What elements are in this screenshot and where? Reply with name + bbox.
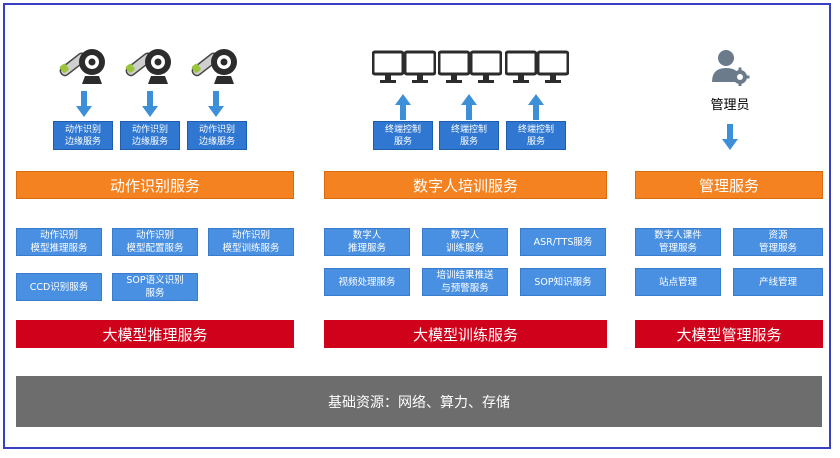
- service-box: 动作识别 模型配置服务: [112, 228, 198, 256]
- service-box: 站点管理: [635, 268, 721, 296]
- service-box: 培训结果推送 与预警服务: [422, 268, 508, 296]
- service-label: 站点管理: [658, 276, 697, 288]
- service-box: 数字人 训练服务: [422, 228, 508, 256]
- webcam-icon: [125, 49, 171, 84]
- service-label: SOP语义识别: [126, 275, 184, 286]
- edge-service-label: 动作识别: [131, 124, 168, 135]
- terminal-control-box: 终端控制 服务: [373, 121, 433, 150]
- service-label: 数字人课件: [654, 230, 702, 241]
- arrow-down-icon: [208, 91, 224, 117]
- management-band: 管理服务: [635, 171, 823, 199]
- edge-service-label: 边缘服务: [198, 136, 235, 147]
- service-label: 资源: [768, 230, 788, 241]
- service-box: 动作识别 模型推理服务: [16, 228, 102, 256]
- edge-service-label: 动作识别: [64, 124, 101, 135]
- edge-service-label: 边缘服务: [64, 136, 101, 147]
- service-box: 数字人课件 管理服务: [635, 228, 721, 256]
- edge-service-box: 动作识别 边缘服务: [187, 121, 247, 150]
- service-box: 视频处理服务: [324, 268, 410, 296]
- service-label: 数字人: [450, 230, 480, 241]
- service-box: SOP知识服务: [520, 268, 606, 296]
- terminal-control-box: 终端控制 服务: [506, 121, 566, 150]
- service-label: 管理服务: [758, 243, 797, 254]
- arrow-down-icon: [722, 124, 738, 150]
- arrow-down-icon: [76, 91, 92, 117]
- terminal-control-label: 终端控制: [450, 124, 487, 135]
- service-label: CCD识别服务: [29, 281, 89, 293]
- service-label: 视频处理服务: [338, 276, 396, 288]
- webcam-icon: [59, 49, 105, 84]
- llm-training-band: 大模型训练服务: [324, 320, 607, 348]
- dual-monitor-icon: [372, 50, 436, 83]
- service-label: 管理服务: [658, 243, 697, 254]
- service-label: 模型配置服务: [126, 243, 184, 254]
- service-label: 模型训练服务: [222, 243, 280, 254]
- terminal-control-label: 终端控制: [384, 124, 421, 135]
- service-label: SOP知识服务: [534, 276, 592, 288]
- edge-service-label: 动作识别: [198, 124, 235, 135]
- digital-human-training-band: 数字人培训服务: [324, 171, 607, 199]
- service-label: 动作识别: [135, 230, 174, 241]
- webcam-icon: [191, 49, 237, 84]
- edge-service-box: 动作识别 边缘服务: [53, 121, 113, 150]
- service-box: 数字人 推理服务: [324, 228, 410, 256]
- service-label: 动作识别: [39, 230, 78, 241]
- admin-gear-icon: [712, 50, 750, 86]
- arrow-down-icon: [142, 91, 158, 117]
- arrow-up-icon: [395, 94, 411, 120]
- service-box: 资源 管理服务: [733, 228, 823, 256]
- service-label: 模型推理服务: [30, 243, 88, 254]
- service-box: SOP语义识别 服务: [112, 273, 198, 301]
- service-label: 与预警服务: [441, 283, 489, 294]
- terminal-control-label: 服务: [393, 136, 412, 147]
- edge-service-label: 边缘服务: [131, 136, 168, 147]
- dual-monitor-icon: [505, 50, 569, 83]
- service-label: 数字人: [352, 230, 382, 241]
- terminal-control-box: 终端控制 服务: [439, 121, 499, 150]
- service-label: 服务: [145, 288, 165, 299]
- base-resources-band: 基础资源：网络、算力、存储: [16, 376, 822, 427]
- service-box: 产线管理: [733, 268, 823, 296]
- llm-management-band: 大模型管理服务: [635, 320, 823, 348]
- arrow-up-icon: [461, 94, 477, 120]
- service-label: ASR/TTS服务: [533, 236, 593, 248]
- terminal-control-label: 服务: [526, 136, 545, 147]
- service-label: 推理服务: [347, 243, 386, 254]
- admin-label: 管理员: [710, 98, 750, 113]
- action-recognition-band: 动作识别服务: [16, 171, 294, 199]
- arrow-up-icon: [528, 94, 544, 120]
- service-box: ASR/TTS服务: [520, 228, 606, 256]
- service-label: 动作识别: [231, 230, 270, 241]
- service-label: 产线管理: [758, 276, 797, 288]
- terminal-control-label: 终端控制: [517, 124, 554, 135]
- service-box: CCD识别服务: [16, 273, 102, 301]
- diagram-frame: [3, 3, 831, 449]
- terminal-control-label: 服务: [459, 136, 478, 147]
- service-label: 培训结果推送: [436, 270, 494, 281]
- dual-monitor-icon: [438, 50, 502, 83]
- service-label: 训练服务: [445, 243, 484, 254]
- edge-service-box: 动作识别 边缘服务: [120, 121, 180, 150]
- service-box: 动作识别 模型训练服务: [208, 228, 294, 256]
- llm-inference-band: 大模型推理服务: [16, 320, 294, 348]
